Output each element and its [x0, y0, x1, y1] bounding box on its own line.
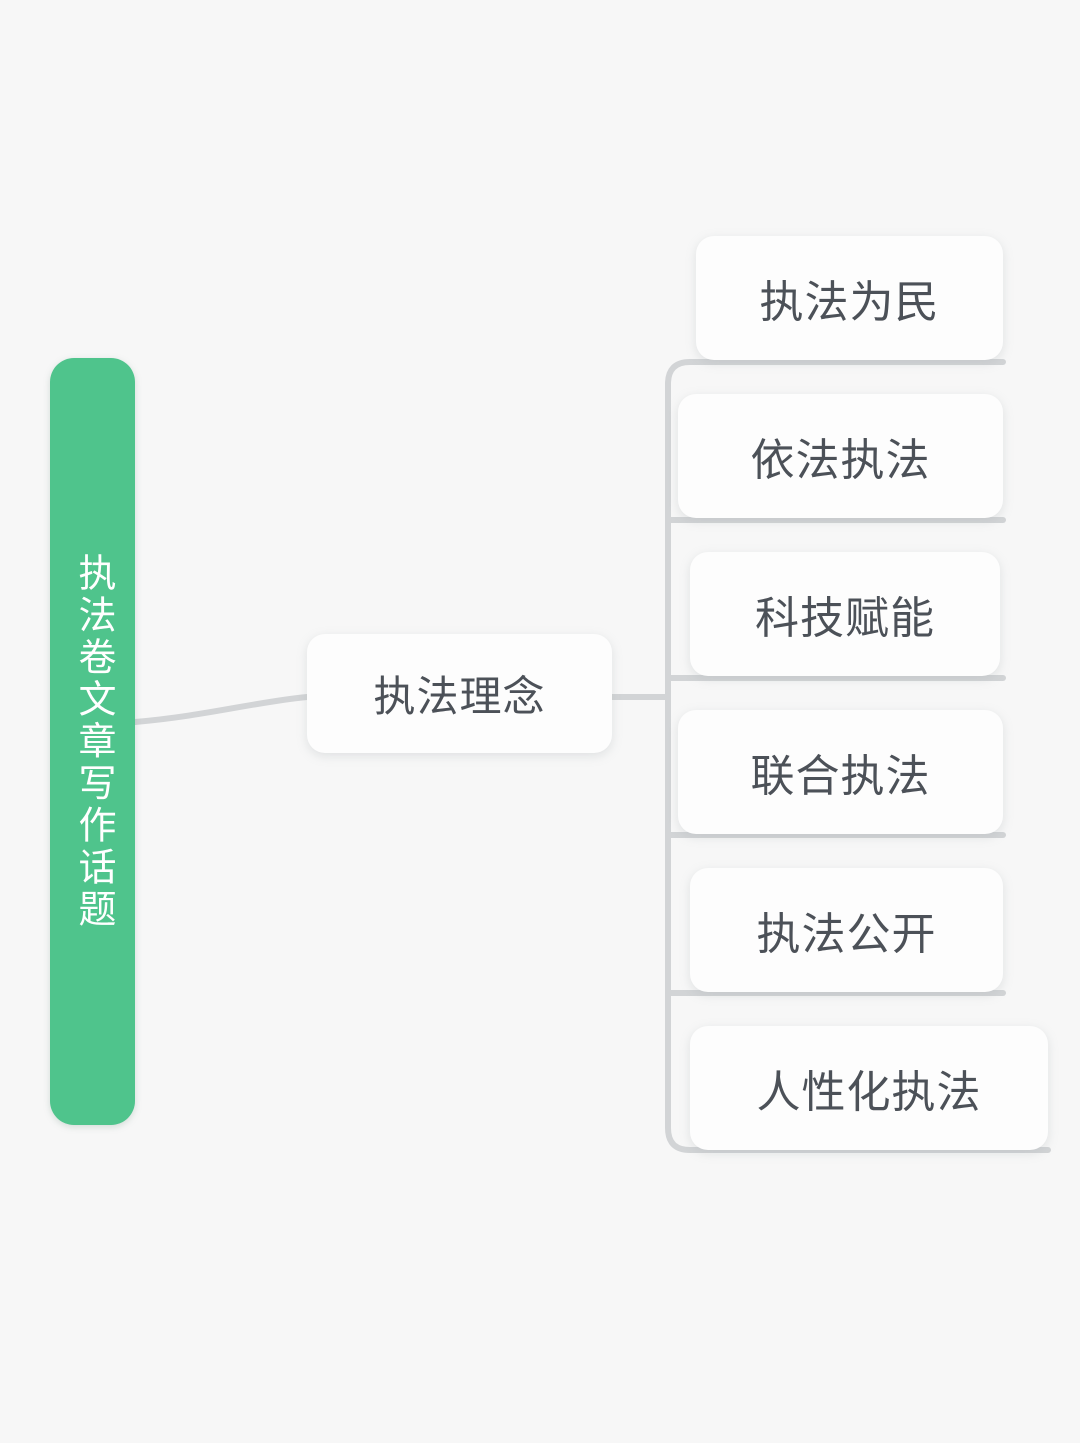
leaf-node-label: 执法公开 — [756, 910, 937, 959]
connector-root-to-branch — [132, 694, 310, 725]
leaf-node-5[interactable]: 执法公开 — [690, 868, 1003, 992]
leaf-node-2[interactable]: 依法执法 — [678, 394, 1003, 518]
root-node-label: 执法卷文章写作话题 — [72, 552, 115, 931]
leaf-node-4[interactable]: 联合执法 — [678, 710, 1003, 834]
root-node[interactable]: 执法卷文章写作话题 — [50, 358, 135, 1125]
leaf-node-6[interactable]: 人性化执法 — [690, 1026, 1048, 1150]
branch-node-label: 执法理念 — [373, 673, 546, 720]
leaf-node-label: 科技赋能 — [755, 594, 935, 643]
leaf-node-label: 人性化执法 — [756, 1068, 982, 1117]
branch-node-execution-philosophy[interactable]: 执法理念 — [307, 634, 612, 753]
leaf-node-label: 执法为民 — [759, 278, 940, 327]
leaf-node-1[interactable]: 执法为民 — [696, 236, 1003, 360]
leaf-node-3[interactable]: 科技赋能 — [690, 552, 1000, 676]
leaf-node-label: 依法执法 — [750, 436, 931, 485]
leaf-node-label: 联合执法 — [750, 752, 931, 801]
